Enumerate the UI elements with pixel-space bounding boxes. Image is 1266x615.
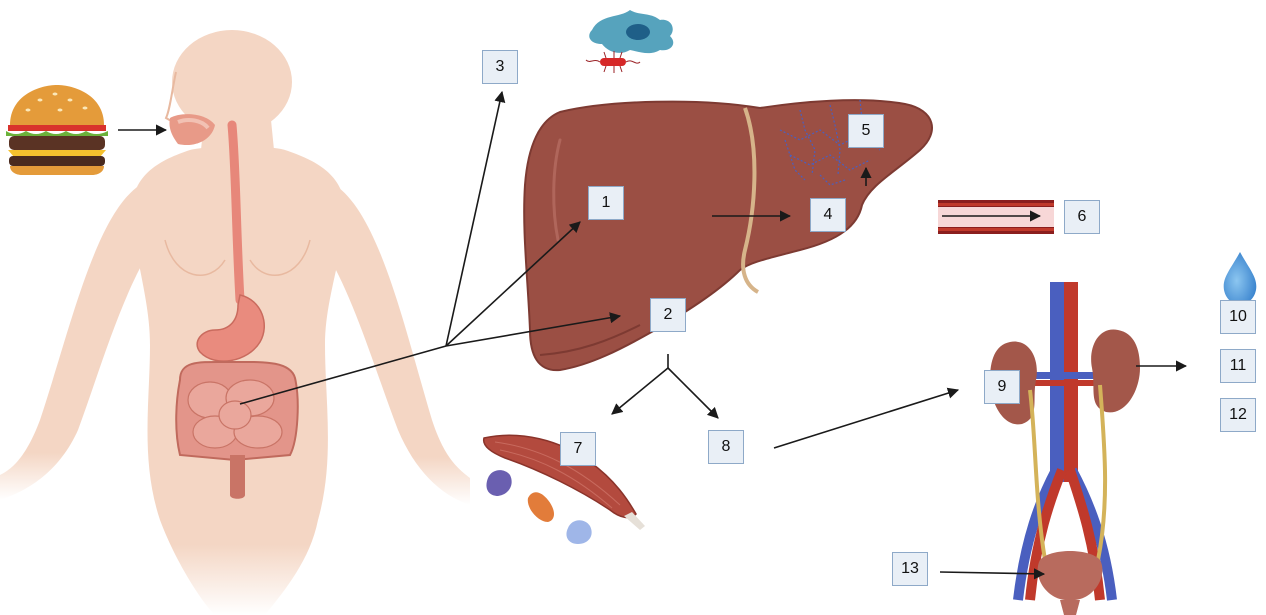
label-box-5: 5 [848, 114, 884, 148]
label-5: 5 [862, 122, 871, 140]
arrow-8-to-9 [774, 390, 958, 448]
label-box-3: 3 [482, 50, 518, 84]
label-7: 7 [574, 440, 583, 458]
label-box-1: 1 [588, 186, 624, 220]
label-box-7: 7 [560, 432, 596, 466]
arrow-branch-to-7 [612, 368, 668, 414]
label-11: 11 [1230, 357, 1247, 375]
label-4: 4 [824, 206, 833, 224]
burger-icon [6, 85, 108, 175]
blood-vessel-icon [938, 200, 1054, 234]
arrow-13-to-bladder [940, 572, 1044, 574]
label-box-4: 4 [810, 198, 846, 232]
label-box-9: 9 [984, 370, 1020, 404]
label-9: 9 [998, 378, 1007, 396]
label-box-12: 12 [1220, 398, 1256, 432]
label-2: 2 [664, 306, 673, 324]
label-box-6: 6 [1064, 200, 1100, 234]
arrow-branch-to-8 [668, 368, 718, 418]
label-8: 8 [722, 438, 731, 456]
label-box-11: 11 [1220, 349, 1256, 383]
label-box-13: 13 [892, 552, 928, 586]
bacterium-icon [586, 51, 640, 73]
label-10: 10 [1229, 308, 1247, 326]
label-box-2: 2 [650, 298, 686, 332]
label-3: 3 [496, 58, 505, 76]
label-6: 6 [1078, 208, 1087, 226]
kidneys-bladder-icon [990, 282, 1140, 615]
label-12: 12 [1229, 406, 1247, 424]
label-13: 13 [901, 560, 919, 578]
immune-cell-icon [589, 10, 673, 53]
arrow-hub-to-3 [446, 92, 502, 346]
label-1: 1 [602, 194, 611, 212]
water-drop-icon [1224, 252, 1257, 304]
label-box-10: 10 [1220, 300, 1256, 334]
label-box-8: 8 [708, 430, 744, 464]
